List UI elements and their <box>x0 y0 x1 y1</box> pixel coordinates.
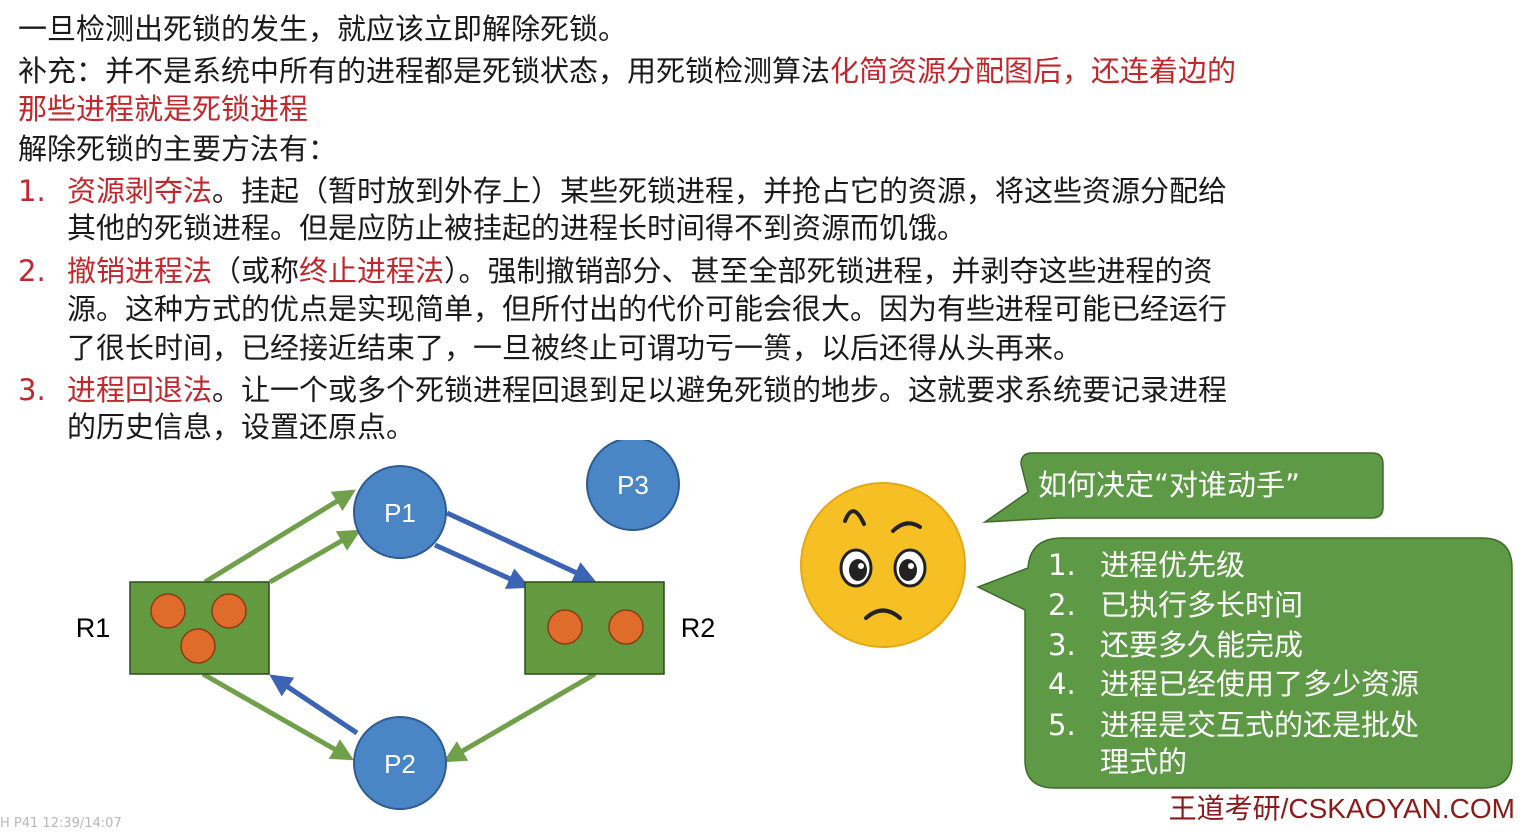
method-1-line-a: 资源剥夺法。挂起（暂时放到外存上）某些死锁进程，并抢占它的资源，将这些资源分配给 <box>67 172 1227 210</box>
resource-token <box>547 609 583 645</box>
resource-r2-label: R2 <box>681 613 716 643</box>
criteria-item-number: 4. <box>1048 667 1076 701</box>
criteria-item-number: 3. <box>1048 628 1076 662</box>
method-2-line-b: 源。这种方式的优点是实现简单，但所付出的代价可能会很大。因为有些进程可能已经运行 <box>67 292 1228 326</box>
resource-allocation-graph: R1 R2 P1 P2 P3 <box>76 440 1513 810</box>
criteria-item-number: 1. <box>1048 548 1076 582</box>
criteria-item-text: 进程是交互式的还是批处 <box>1100 708 1420 742</box>
edge-r1-p1-b <box>268 529 361 585</box>
supplement-highlight: 化简资源分配图后，还连着边的 <box>830 54 1237 88</box>
methods-heading: 解除死锁的主要方法有： <box>18 132 338 166</box>
method-2-line-c: 了很长时间，已经接近结束了，一旦被终止可谓功亏一篑，以后还得从头再来。 <box>67 331 1083 365</box>
method-1-number: 1. <box>18 174 46 208</box>
brand-footer: 王道考研/CSKAOYAN.COM <box>1168 793 1515 824</box>
method-3-line-a: 进程回退法。让一个或多个死锁进程回退到足以避免死锁的地步。这就要求系统要记录进程 <box>67 371 1227 409</box>
method-2-alias: 终止进程法 <box>299 254 445 288</box>
edge-r1-p1-a <box>203 489 356 585</box>
method-2-number: 2. <box>18 254 46 288</box>
method-3-text: 。让一个或多个死锁进程回退到足以避免死锁的地步。这就要求系统要记录进程 <box>212 373 1228 407</box>
criteria-item-number: 5. <box>1048 708 1076 742</box>
supplement-prefix: 补充：并不是系统中所有的进程都是死锁状态，用死锁检测算法 <box>18 54 831 88</box>
callout-question: 如何决定“对谁动手” <box>1038 468 1301 502</box>
edge-p2-r1 <box>269 674 359 736</box>
method-1-text: 。挂起（暂时放到外存上）某些死锁进程，并抢占它的资源，将这些资源分配给 <box>212 174 1228 208</box>
supplement-line: 补充：并不是系统中所有的进程都是死锁状态，用死锁检测算法化简资源分配图后，还连着… <box>18 52 1236 90</box>
process-p1-label: P1 <box>384 498 416 528</box>
resource-token <box>211 593 247 629</box>
method-2-name: 撤销进程法 <box>67 254 213 288</box>
method-2-line-a: 撤销进程法（或称终止进程法）。强制撤销部分、甚至全部死锁进程，并剥夺这些进程的资 <box>67 252 1213 290</box>
method-2-text: ）。强制撤销部分、甚至全部死锁进程，并剥夺这些进程的资 <box>444 254 1213 288</box>
method-1-name: 资源剥夺法 <box>67 174 213 208</box>
edge-p1-r2-a <box>445 510 597 583</box>
criteria-bubble <box>976 537 1513 789</box>
method-1-line-b: 其他的死锁进程。但是应防止被挂起的进程长时间得不到资源而饥饿。 <box>67 211 967 245</box>
resource-token <box>180 628 216 664</box>
method-3-number: 3. <box>18 373 46 407</box>
criteria-item-number: 2. <box>1048 588 1076 622</box>
intro-line: 一旦检测出死锁的发生，就应该立即解除死锁。 <box>18 12 628 46</box>
process-p3-label: P3 <box>617 470 649 500</box>
process-p1 <box>353 465 447 559</box>
edge-r1-p2 <box>201 671 354 761</box>
process-p2-label: P2 <box>384 749 416 779</box>
process-p2 <box>353 716 447 810</box>
resource-token <box>608 609 644 645</box>
resource-token <box>150 593 186 629</box>
edge-r2-p2 <box>443 671 597 763</box>
method-2-alias-prefix: （或称 <box>212 254 300 288</box>
criteria-item-text: 进程优先级 <box>1100 548 1246 582</box>
question-bubble <box>982 452 1384 523</box>
criteria-item-text: 进程已经使用了多少资源 <box>1100 667 1420 701</box>
worried-face-icon <box>800 482 966 648</box>
method-3-name: 进程回退法 <box>67 373 213 407</box>
supplement-highlight-cont: 那些进程就是死锁进程 <box>18 92 309 126</box>
resource-r1-label: R1 <box>76 613 111 643</box>
criteria-item-text: 还要多久能完成 <box>1100 628 1304 662</box>
edge-p1-r2-b <box>433 542 531 589</box>
video-timestamp: H P41 12:39/14:07 <box>0 816 122 831</box>
criteria-item-text: 理式的 <box>1100 745 1188 779</box>
criteria-item-text: 已执行多长时间 <box>1100 588 1304 622</box>
method-3-line-b: 的历史信息，设置还原点。 <box>67 410 416 444</box>
process-p3 <box>586 440 680 531</box>
